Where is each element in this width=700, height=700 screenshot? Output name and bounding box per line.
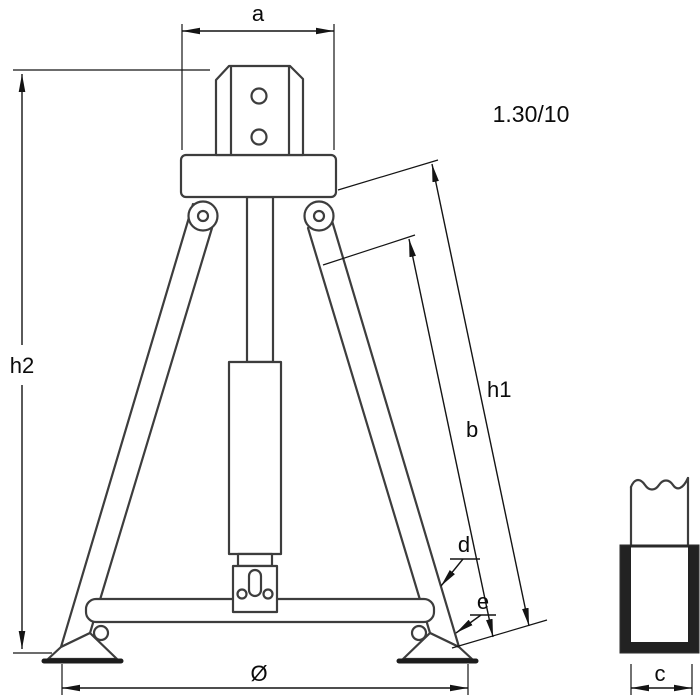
- bracket-hole-left: [236, 588, 248, 600]
- column-cylinder: [227, 360, 283, 556]
- bracket-hole-right: [262, 588, 274, 600]
- detail-sleeve-bottom: [621, 642, 698, 652]
- detail-sleeve-outline: [619, 544, 700, 654]
- dimension-a: a: [181, 1, 335, 150]
- left-leg: [59, 202, 214, 649]
- part-reference-number: 1.30/10: [493, 101, 570, 127]
- dimension-c: c: [630, 661, 693, 695]
- dimension-diameter: Ø: [61, 661, 469, 695]
- break-line: [629, 476, 690, 491]
- left-foot-bolt-hole: [92, 624, 110, 642]
- dim-label-h1: h1: [487, 377, 511, 402]
- dimension-h2: h2: [10, 69, 210, 654]
- dim-b-line: [408, 238, 494, 638]
- top-block: [179, 153, 338, 199]
- column-upper-post: [245, 195, 275, 364]
- right-pivot-pin: [312, 209, 326, 223]
- dim-label-e: e: [477, 589, 489, 614]
- dim-e-leader: [455, 614, 482, 634]
- dimension-b: b: [322, 234, 494, 638]
- bracket-slot: [247, 568, 263, 598]
- dim-h1-line: [431, 163, 530, 627]
- dim-d-leader: [440, 558, 464, 587]
- hex-head-hole-bottom: [250, 128, 268, 146]
- left-pivot-pin: [196, 209, 210, 223]
- detail-sleeve-wall-left: [621, 546, 631, 652]
- dimension-e: e: [455, 589, 496, 634]
- dim-label-a: a: [252, 1, 265, 26]
- dim-label-d: d: [458, 532, 470, 557]
- right-leg: [306, 202, 461, 649]
- dimension-annotations: a h2 h1 b d e: [10, 1, 693, 695]
- dim-h1-ext-top: [337, 159, 439, 191]
- dim-label-diameter: Ø: [250, 661, 267, 686]
- hex-head: [214, 64, 305, 157]
- dim-diag-ext-bottom: [451, 619, 548, 649]
- right-foot-bolt-hole: [410, 624, 428, 642]
- detail-sleeve-wall-right: [688, 546, 698, 652]
- dim-label-b: b: [466, 417, 478, 442]
- dim-b-ext-top: [322, 234, 416, 266]
- cylinder-neck: [236, 552, 274, 568]
- jack-stand-drawing: [41, 64, 479, 664]
- hex-head-hole-top: [250, 87, 268, 105]
- detail-view: [619, 476, 700, 654]
- dim-label-c: c: [655, 661, 666, 686]
- dim-label-h2: h2: [10, 353, 34, 378]
- dimension-d: d: [440, 532, 480, 587]
